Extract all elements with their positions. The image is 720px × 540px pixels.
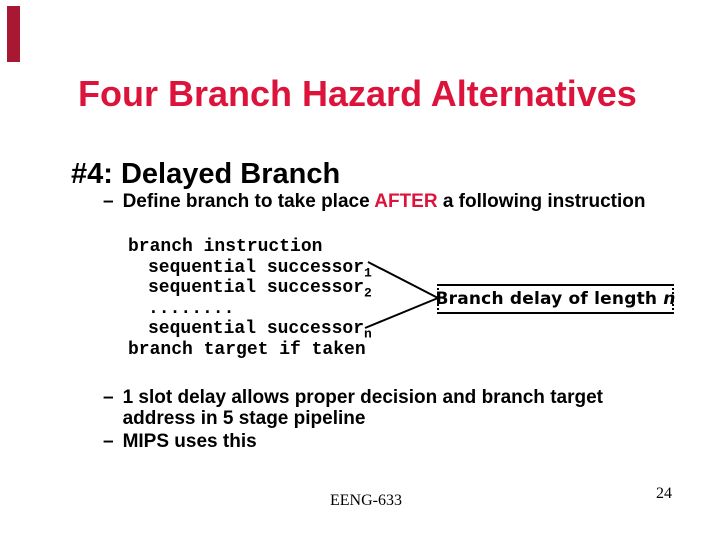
branch-delay-callout: Branch delay of length n xyxy=(435,284,676,314)
callout-pointer-lines xyxy=(364,261,439,329)
bullet-dash: – xyxy=(103,387,114,408)
slide-title: Four Branch Hazard Alternatives xyxy=(78,73,637,114)
code-line-branch-instruction: branch instruction xyxy=(128,237,323,257)
page-number: 24 xyxy=(656,485,672,502)
bullet-slot-delay: – 1 slot delay allows proper decision an… xyxy=(103,387,628,429)
code-line-successor-2: sequential successor2 xyxy=(128,278,372,301)
code-block: branch instruction sequential successor1… xyxy=(128,237,372,360)
code-line-successor-1: sequential successor1 xyxy=(128,257,372,281)
code-line-dots: ........ xyxy=(148,298,235,319)
callout-variable-n: n xyxy=(663,289,676,309)
subscript-1: 1 xyxy=(364,265,372,281)
bullet-dash: – xyxy=(103,191,114,212)
bullet-text-post: a following instruction xyxy=(437,191,646,212)
subscript-n: n xyxy=(364,326,372,342)
bullet-text: MIPS uses this xyxy=(122,431,257,452)
callout-label: Branch delay of length xyxy=(435,289,658,309)
bullet-text: Define branch to take place AFTER a foll… xyxy=(123,191,646,212)
slide-accent-bar xyxy=(7,6,20,62)
seq-prefix: sequential successor xyxy=(148,319,365,339)
bullet-mips: – MIPS uses this xyxy=(103,431,257,452)
after-highlight: AFTER xyxy=(374,191,438,212)
bullet-define-branch: – Define branch to take place AFTER a fo… xyxy=(103,191,646,212)
code-line-successor-n: sequential successorn xyxy=(128,319,372,342)
seq-prefix: sequential successor xyxy=(148,257,365,278)
code-line-branch-target: branch target if taken xyxy=(128,339,366,360)
bullet-text-pre: Define branch to take place xyxy=(122,191,375,212)
subscript-2: 2 xyxy=(364,285,372,301)
footer-course-label: EENG-633 xyxy=(330,492,402,509)
bullet-text: 1 slot delay allows proper decision and … xyxy=(122,387,603,429)
section-heading: #4: Delayed Branch xyxy=(71,158,341,190)
bullet-dash: – xyxy=(103,431,114,452)
seq-prefix: sequential successor xyxy=(148,278,365,298)
